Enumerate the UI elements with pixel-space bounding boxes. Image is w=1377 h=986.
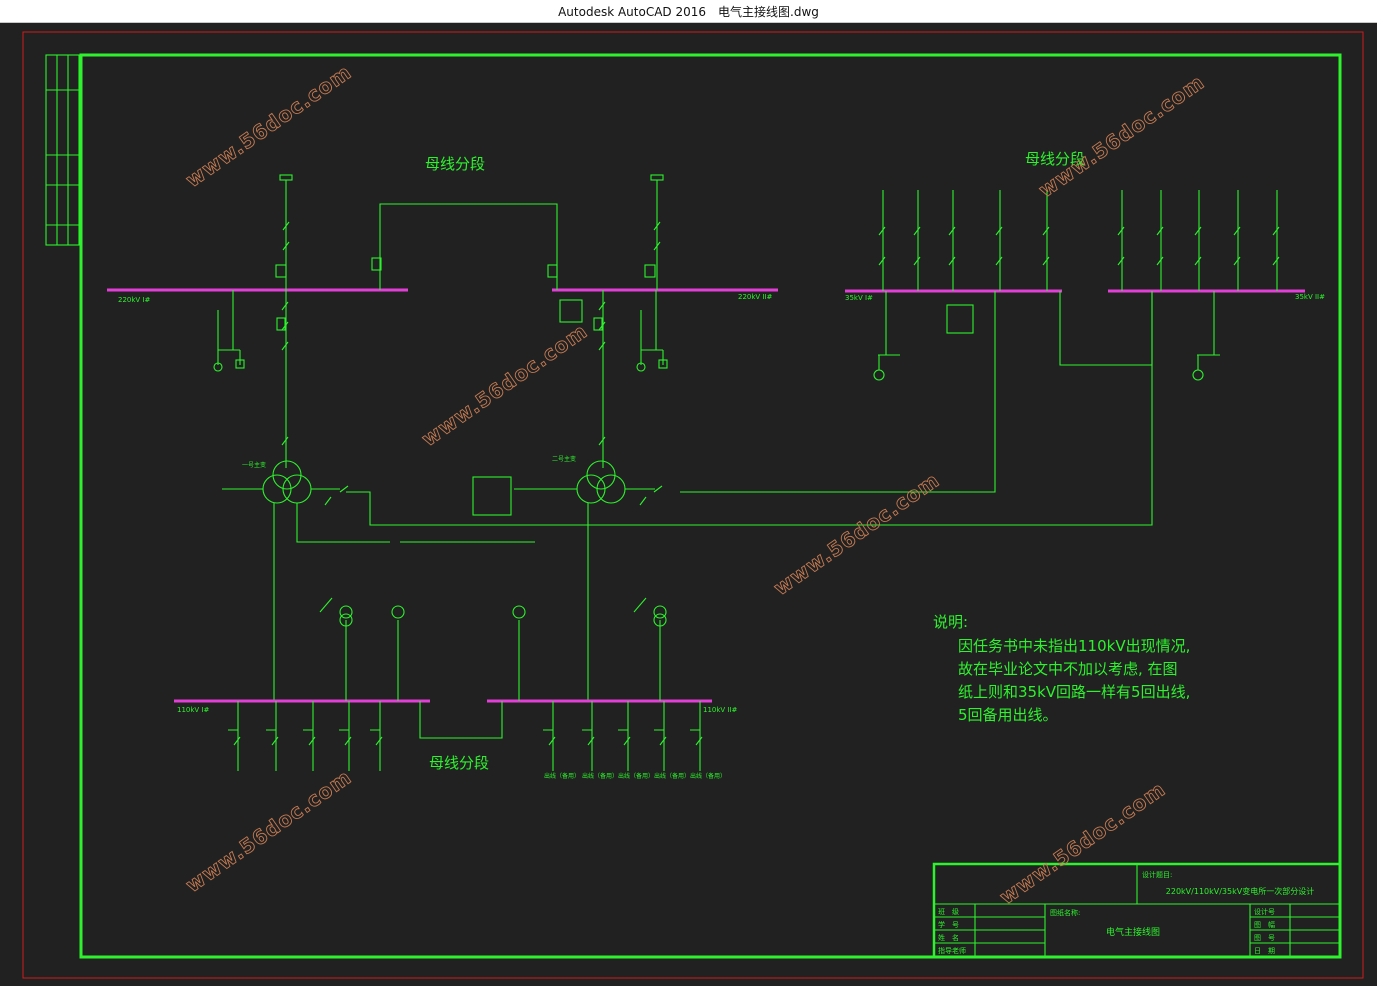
- feeder-label: 出线（备用）: [582, 772, 618, 780]
- circuit-220kv: [213, 174, 668, 468]
- notes-heading: 说明:: [933, 613, 968, 631]
- feeder-label: 出线（备用）: [618, 772, 654, 780]
- tb-left-row: 学 号: [938, 920, 959, 929]
- watermark: www.56doc.com: [417, 319, 592, 451]
- bus-label-220-left: 220kV I#: [118, 296, 150, 304]
- section-label-bottom: 母线分段: [429, 754, 489, 772]
- watermark: www.56doc.com: [769, 468, 944, 600]
- section-label-top-right: 母线分段: [1025, 150, 1085, 168]
- watermark: www.56doc.com: [181, 60, 356, 192]
- outer-border: [22, 31, 1364, 979]
- transformer-1[interactable]: [222, 460, 390, 700]
- notes-line: 纸上则和35kV回路一样有5回出线,: [958, 683, 1190, 701]
- drawing-name-value: 电气主接线图: [1106, 926, 1160, 938]
- tb-right-row: 设计号: [1254, 907, 1275, 916]
- watermark: www.56doc.com: [1034, 70, 1209, 202]
- notes-block: 说明: 因任务书中未指出110kV出现情况, 故在毕业论文中不加以考虑, 在图 …: [933, 613, 1190, 724]
- bus-label-220-right: 220kV II#: [738, 293, 773, 301]
- circuit-110kv: [228, 597, 703, 771]
- watermark: www.56doc.com: [995, 777, 1170, 909]
- project-value: 220kV/110kV/35kV变电所一次部分设计: [1166, 886, 1314, 896]
- drawing-canvas[interactable]: 母线分段 母线分段 220kV I# 220kV II# 35kV I# 35k…: [0, 22, 1377, 986]
- bus-label-110-right: 110kV II#: [703, 706, 738, 714]
- window-title: Autodesk AutoCAD 2016 电气主接线图.dwg: [0, 3, 1377, 20]
- tb-left-row: 班 级: [938, 907, 959, 916]
- tb-left-row: 姓 名: [938, 933, 959, 942]
- bus-label-35-right: 35kV II#: [1295, 293, 1325, 301]
- notes-line: 故在毕业论文中不加以考虑, 在图: [958, 660, 1178, 678]
- watermarks: www.56doc.com www.56doc.com www.56doc.co…: [181, 59, 1210, 909]
- tb-left-row: 指导老师: [938, 946, 966, 955]
- watermark: www.56doc.com: [181, 765, 356, 897]
- tb-right-row: 图 号: [1254, 934, 1275, 942]
- drawing-name-label: 图纸名称:: [1050, 908, 1080, 917]
- tb-right-row: 图 幅: [1254, 920, 1275, 929]
- left-stamp-table: [45, 54, 80, 246]
- feeder-labels-110-right: 出线（备用） 出线（备用） 出线（备用） 出线（备用） 出线（备用）: [544, 772, 726, 780]
- transformer-1-label: 一号主变: [242, 461, 266, 469]
- file-name: 电气主接线图.dwg: [718, 5, 819, 19]
- project-label: 设计题目:: [1142, 870, 1172, 879]
- section-label-top-left: 母线分段: [425, 155, 485, 173]
- tb-right-row: 日 期: [1254, 947, 1275, 955]
- bus-label-110-left: 110kV I#: [177, 706, 209, 714]
- title-block: 设计题目: 220kV/110kV/35kV变电所一次部分设计 图纸名称: 电气…: [932, 862, 1342, 959]
- notes-line: 5回备用出线。: [958, 706, 1058, 724]
- feeder-label: 出线（备用）: [690, 772, 726, 780]
- window-titlebar: Autodesk AutoCAD 2016 电气主接线图.dwg: [0, 0, 1377, 23]
- feeder-label: 出线（备用）: [654, 772, 690, 780]
- app-title: Autodesk AutoCAD 2016: [558, 5, 707, 19]
- circuit-35kv: [346, 190, 1280, 526]
- notes-line: 因任务书中未指出110kV出现情况,: [958, 637, 1190, 655]
- transformer-2[interactable]: [400, 460, 663, 700]
- inner-border: [79, 53, 1342, 959]
- feeder-label: 出线（备用）: [544, 772, 580, 780]
- bus-label-35-left: 35kV I#: [845, 294, 873, 302]
- transformer-2-label: 二号主变: [552, 455, 576, 463]
